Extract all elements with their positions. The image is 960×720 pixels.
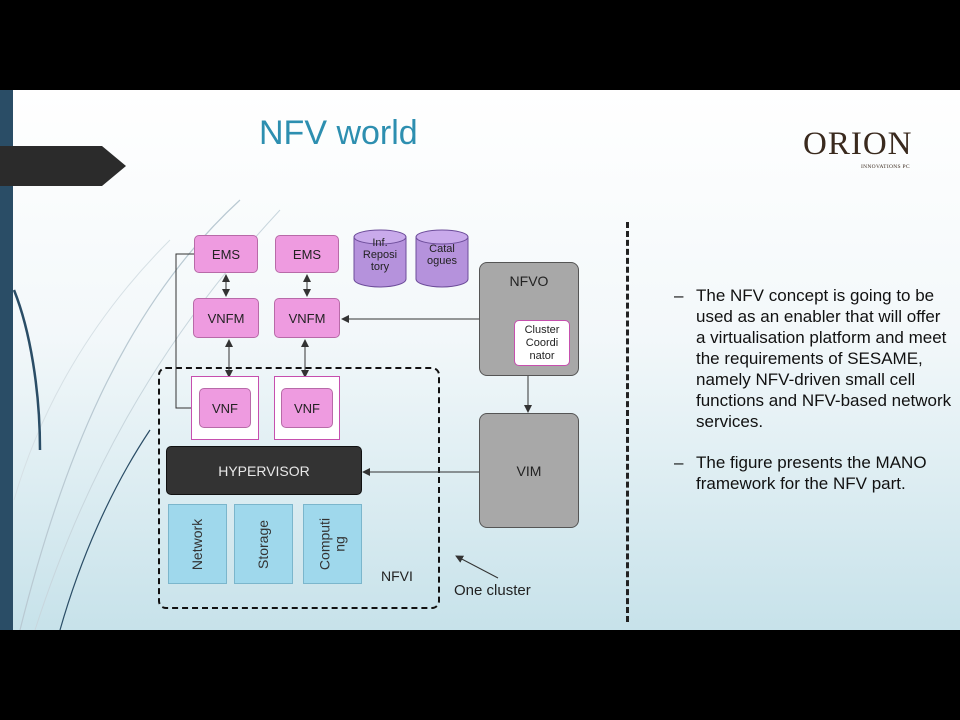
dashed-divider	[626, 222, 629, 622]
bullet-item-1: – The NFV concept is going to be used as…	[674, 285, 954, 432]
bullet-marker: –	[674, 286, 684, 305]
nfvo-label: NFVO	[509, 273, 549, 289]
hypervisor-label: HYPERVISOR	[218, 462, 310, 479]
storage-label: Storage	[254, 519, 271, 569]
vnf-container-1: VNF	[191, 376, 259, 440]
slide: NFV world ORION INNOVATIONS PC EMS	[0, 90, 960, 630]
cluster-coordinator-box: Cluster Coordi nator	[514, 320, 570, 366]
vnfm-label-1: VNFM	[207, 310, 245, 326]
storage-box: Storage	[234, 504, 293, 584]
cluster-coordinator-label: Cluster Coordi nator	[524, 323, 560, 362]
one-cluster-label: One cluster	[454, 582, 531, 599]
ems-label-2: EMS	[292, 246, 322, 262]
title-arrow-tab	[0, 146, 126, 186]
logo-wordmark: ORION	[803, 126, 913, 162]
catalogues-label: Catal ogues	[427, 243, 457, 267]
network-label: Network	[188, 518, 205, 570]
vim-box: VIM	[479, 413, 579, 528]
bullet-list: – The NFV concept is going to be used as…	[674, 285, 954, 514]
connector-lines	[175, 253, 532, 579]
vnf-label-1: VNF	[212, 400, 238, 416]
bullet-text-1: The NFV concept is going to be used as a…	[696, 286, 952, 431]
nfvi-label: NFVI	[381, 568, 413, 584]
ems-box-2: EMS	[275, 235, 339, 273]
computing-box: Computi ng	[303, 504, 362, 584]
catalogues: Catal ogues	[415, 229, 469, 289]
vnf-box-2: VNF	[281, 388, 333, 428]
repository-label: Inf. Reposi tory	[362, 237, 398, 273]
nfvi-cluster-frame	[158, 367, 440, 609]
vnf-container-2: VNF	[274, 376, 340, 440]
vnfm-box-2: VNFM	[274, 298, 340, 338]
infrastructure-repository: Inf. Reposi tory	[353, 229, 407, 289]
vnf-box-1: VNF	[199, 388, 251, 428]
slide-title: NFV world	[259, 114, 418, 152]
computing-label: Computi ng	[316, 517, 348, 571]
left-accent-bar	[0, 90, 13, 630]
ems-box-1: EMS	[194, 235, 258, 273]
network-box: Network	[168, 504, 227, 584]
bullet-item-2: – The figure presents the MANO framework…	[674, 452, 954, 494]
vnf-label-2: VNF	[294, 400, 320, 416]
logo-subtitle: INNOVATIONS PC	[861, 164, 910, 170]
bullet-text-2: The figure presents the MANO framework f…	[696, 453, 927, 493]
vnfm-box-1: VNFM	[193, 298, 259, 338]
vnfm-label-2: VNFM	[288, 310, 326, 326]
ems-label-1: EMS	[211, 246, 241, 262]
hypervisor-box: HYPERVISOR	[166, 446, 362, 495]
orion-logo: ORION INNOVATIONS PC	[803, 126, 928, 172]
vim-label: VIM	[516, 462, 542, 479]
bullet-marker: –	[674, 453, 684, 472]
